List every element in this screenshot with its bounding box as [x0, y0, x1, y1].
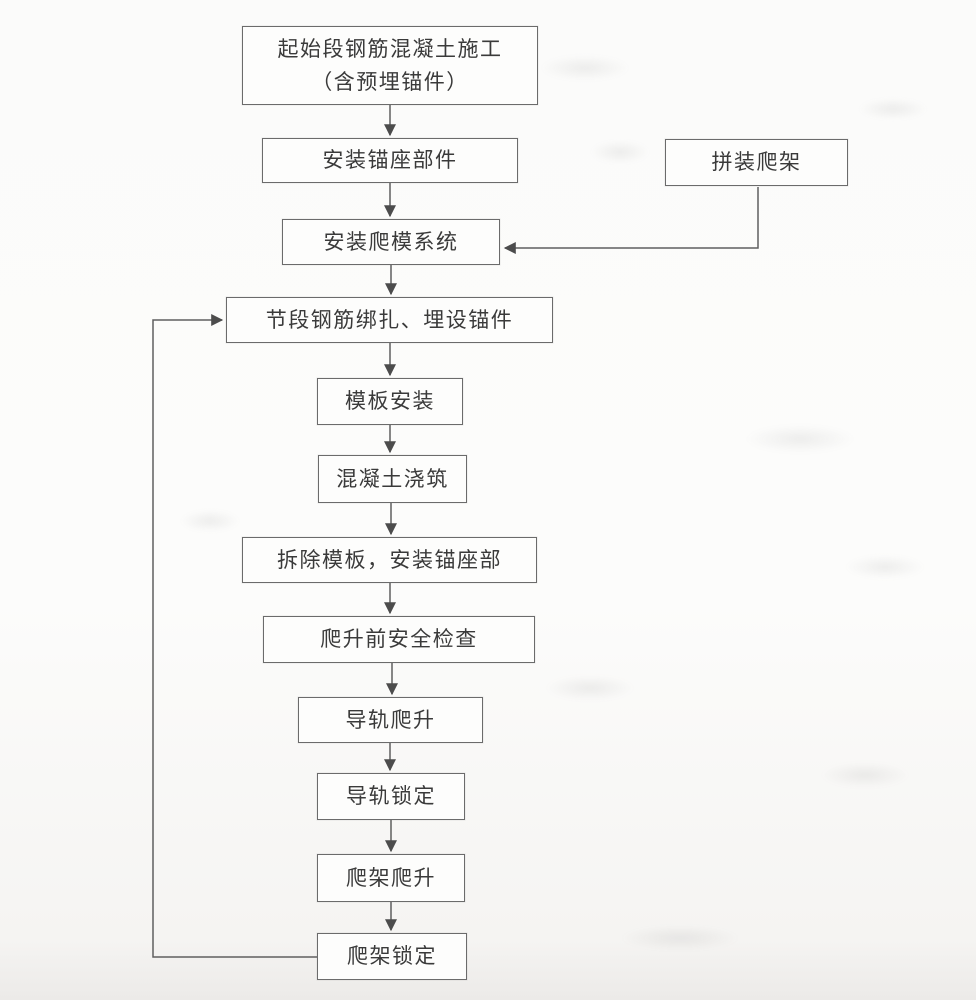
flow-node-rail-climb: 导轨爬升 [298, 697, 483, 743]
paper-smudge [540, 55, 630, 81]
paper-smudge [180, 510, 240, 532]
flow-node-frame-climb: 爬架爬升 [317, 854, 465, 902]
flow-node-concrete-pour: 混凝土浇筑 [318, 455, 467, 503]
paper-smudge [545, 675, 635, 701]
paper-smudge [820, 762, 910, 788]
flow-node-remove-formwork: 拆除模板，安装锚座部 [242, 537, 537, 583]
flow-node-rail-lock: 导轨锁定 [317, 773, 465, 820]
flow-node-formwork-install: 模板安装 [317, 378, 463, 425]
flow-node-safety-check: 爬升前安全检查 [263, 616, 535, 663]
paper-smudge [858, 98, 928, 120]
paper-smudge [745, 425, 855, 453]
paper-smudge [590, 140, 650, 164]
flow-node-start: 起始段钢筋混凝土施工 （含预埋锚件） [242, 26, 538, 105]
flow-node-install-system: 安装爬模系统 [282, 219, 500, 265]
paper-smudge [620, 925, 740, 951]
flow-node-segment-rebar: 节段钢筋绑扎、埋设锚件 [226, 297, 553, 343]
flow-node-frame-lock: 爬架锁定 [317, 933, 467, 980]
flow-node-anchor-seat: 安装锚座部件 [262, 138, 518, 183]
paper-smudge [845, 555, 925, 579]
flow-node-assemble-frame: 拼装爬架 [665, 139, 848, 186]
